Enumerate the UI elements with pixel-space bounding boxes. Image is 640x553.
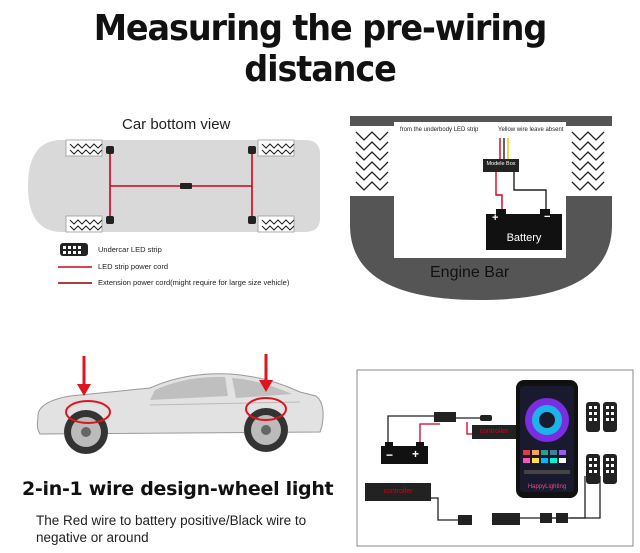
module-box-label: Modele Box xyxy=(486,161,516,167)
tire-tread-4 xyxy=(261,219,295,231)
wheel-light-pods xyxy=(586,402,617,484)
panel-battery-plus: + xyxy=(412,447,420,461)
legend-power-cord: LED strip power cord xyxy=(98,262,169,271)
led-strip-icon xyxy=(60,243,88,256)
front-wheel-highlight xyxy=(65,400,111,424)
rear-wheel-highlight xyxy=(245,397,287,421)
app-name-label: HappyLighting xyxy=(527,484,567,490)
panel-battery-icon xyxy=(381,446,428,464)
controller-box-1 xyxy=(472,425,516,439)
battery-minus: − xyxy=(544,211,551,223)
controller-label-2: controller xyxy=(383,488,413,495)
legend-led-strip: Undercar LED strip xyxy=(98,245,162,254)
phone-app-icon xyxy=(516,380,578,498)
controller-box-2 xyxy=(365,483,431,501)
wheel-light-description: The Red wire to battery positive/Black w… xyxy=(36,513,307,545)
legend-extension-cord: Extension power cord(might require for l… xyxy=(98,278,290,287)
engine-bay-treads xyxy=(355,131,605,191)
tire-tread-2 xyxy=(69,219,103,231)
engine-bay-wires xyxy=(495,138,547,210)
controller-label-1: controller xyxy=(479,428,509,435)
sedan-car-icon xyxy=(36,373,324,454)
inline-fuse xyxy=(434,412,456,422)
wheel-light-heading: 2-in-1 wire design-wheel light xyxy=(22,478,334,500)
wheel-arrow-rear xyxy=(259,354,273,392)
battery-label: Battery xyxy=(506,232,542,244)
engine-bay-label: Engine Bar xyxy=(430,264,510,281)
tire-tread-1 xyxy=(69,143,103,155)
yellow-wire-label: Yellow wire leave absent xyxy=(498,127,564,133)
bottom-view-label: Car bottom view xyxy=(122,116,231,133)
battery-icon xyxy=(486,214,562,250)
battery-plus: + xyxy=(492,212,499,224)
page-title: Measuring the pre-wiring distance xyxy=(93,8,548,90)
panel-battery-minus: − xyxy=(386,448,394,462)
wheel-arrow-front xyxy=(77,356,91,396)
tire-front-left xyxy=(65,139,295,233)
wheel-led-pods xyxy=(106,146,256,224)
from-underbody-label: from the underbody LED strip xyxy=(400,127,479,133)
module-box xyxy=(483,159,519,172)
tire-tread-3 xyxy=(261,143,295,155)
